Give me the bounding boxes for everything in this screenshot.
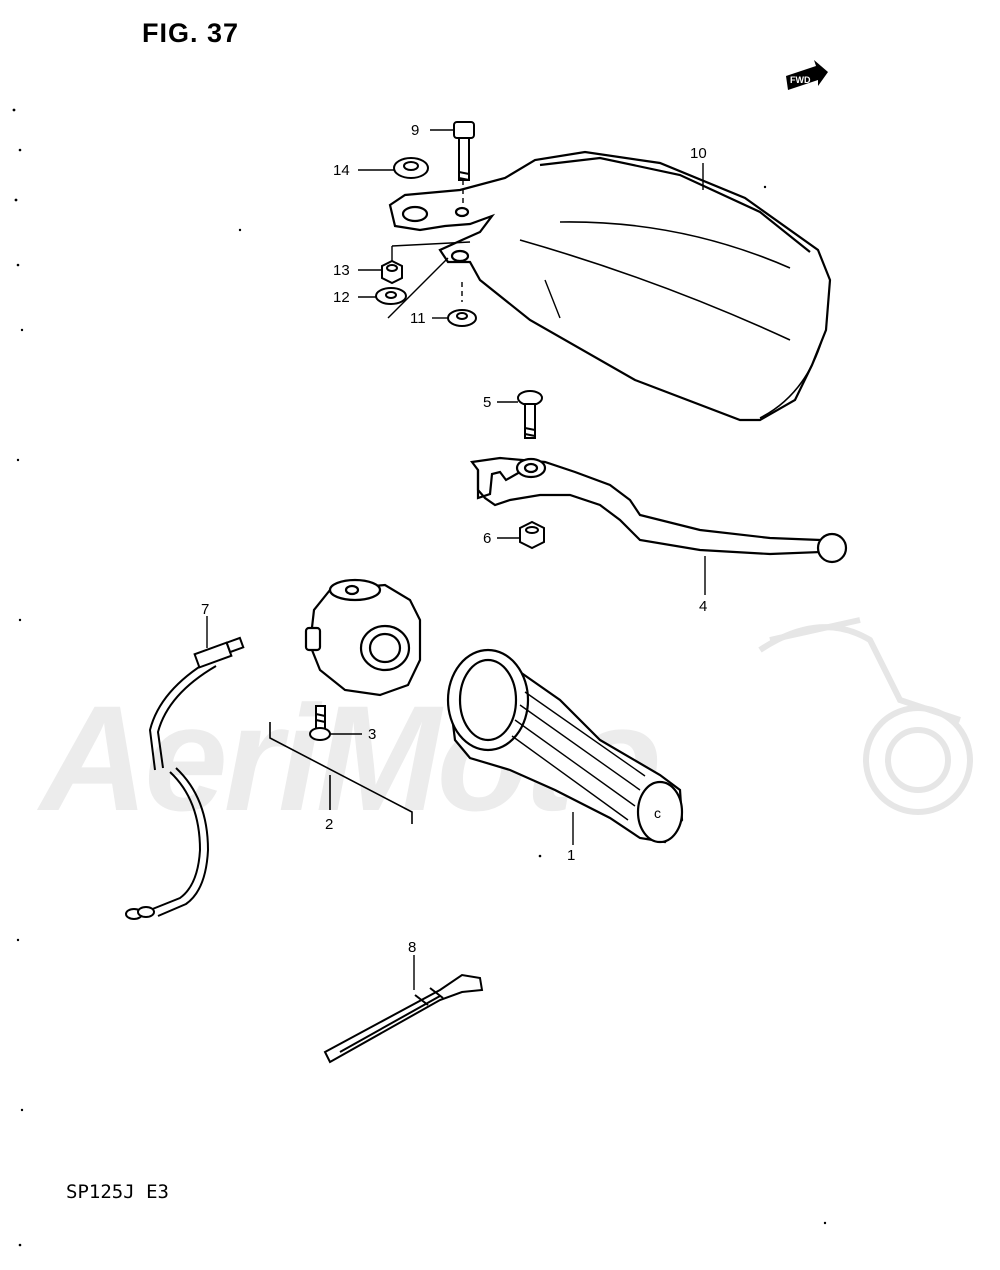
washer-12 <box>375 287 407 305</box>
watermark-motorcycle <box>758 617 973 815</box>
clutch-lever <box>470 456 848 564</box>
callout-8: 8 <box>408 939 417 956</box>
callout-7: 7 <box>201 601 210 618</box>
model-code: SP125J E3 <box>66 1181 169 1203</box>
bolt-5 <box>517 390 543 439</box>
callout-4: 4 <box>699 598 708 615</box>
svg-text:c: c <box>654 805 661 821</box>
screw-3 <box>309 705 331 741</box>
callout-6: 6 <box>483 530 492 547</box>
fwd-arrow-icon: FWD <box>786 60 828 90</box>
callout-2: 2 <box>325 816 334 833</box>
washer-14 <box>393 157 429 179</box>
switch-housing <box>304 578 422 697</box>
cable-tie <box>323 973 484 1064</box>
callout-12: 12 <box>333 289 350 306</box>
assembly-lines-top <box>387 180 471 319</box>
callout-5: 5 <box>483 394 492 411</box>
hand-guard <box>388 150 832 422</box>
nut-13 <box>381 259 403 285</box>
nut-11 <box>447 309 477 327</box>
leader-lines <box>206 129 706 990</box>
assembly-bracket-2 <box>269 722 413 824</box>
callout-14: 14 <box>333 162 350 179</box>
figure-title: FIG. 37 <box>142 18 240 48</box>
wire-harness <box>125 636 245 920</box>
bolt-9 <box>453 121 475 181</box>
callout-11: 11 <box>410 310 426 327</box>
handlebar-grip: c <box>446 648 684 844</box>
callout-9: 9 <box>411 122 420 139</box>
nut-6 <box>519 520 545 550</box>
callout-13: 13 <box>333 262 350 279</box>
callout-3: 3 <box>368 726 377 743</box>
scan-specks <box>12 108 827 1247</box>
callout-10: 10 <box>690 145 707 162</box>
svg-text:FWD: FWD <box>790 75 811 85</box>
callout-1: 1 <box>567 847 576 864</box>
